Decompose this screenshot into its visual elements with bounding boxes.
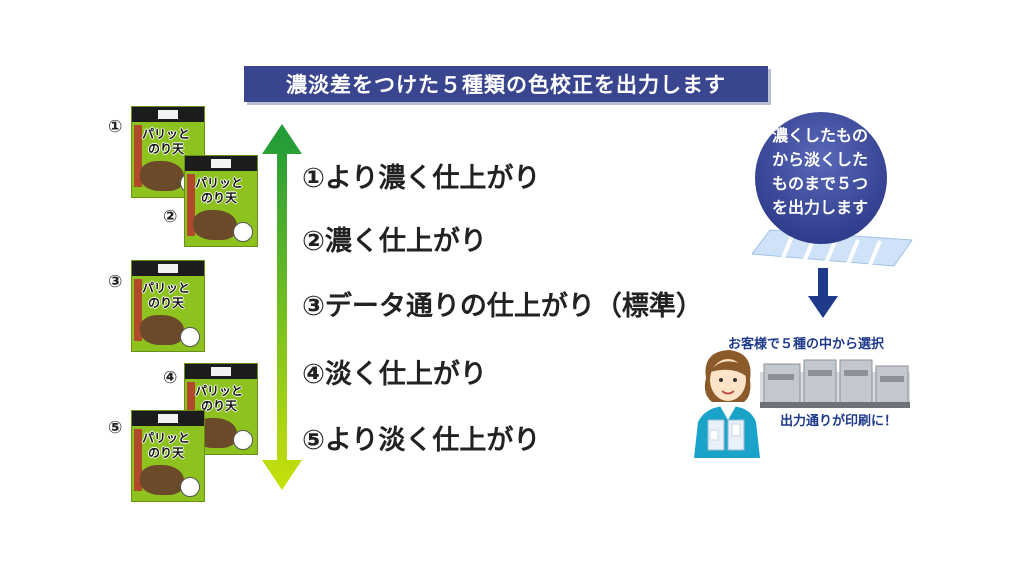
package-number-2: ② — [163, 207, 178, 227]
info-bubble — [752, 112, 913, 267]
down-arrow-icon — [808, 268, 838, 318]
level-label-1: ①より濃く仕上がり — [302, 163, 541, 194]
package-brand-4: パリッと のり天 — [195, 384, 244, 413]
level-label-5: ⑤より淡く仕上がり — [302, 425, 541, 456]
package-number-4: ④ — [163, 368, 178, 388]
choose-text: お客様で５種の中から選択 — [728, 337, 885, 352]
package-brand-2: パリッと のり天 — [195, 176, 244, 205]
package-3: パリッと のり天 — [131, 260, 205, 352]
title-banner: 濃淡差をつけた５種類の色校正を出力します — [244, 66, 768, 102]
bubble-text: 濃くしたもの から淡くした ものまで５つ を出力します — [771, 126, 868, 217]
title-text: 濃淡差をつけた５種類の色校正を出力します — [286, 73, 726, 97]
level-label-2: ②濃く仕上がり — [302, 226, 487, 257]
press-text: 出力通りが印刷に！ — [780, 414, 898, 429]
package-number-5: ⑤ — [108, 418, 123, 438]
package-number-1: ① — [108, 117, 123, 137]
package-brand-1: パリッと のり天 — [142, 127, 191, 156]
package-brand-5: パリッと のり天 — [142, 431, 191, 460]
level-label-4: ④淡く仕上がり — [302, 359, 487, 390]
level-label-3: ③データ通りの仕上がり（標準） — [302, 291, 703, 322]
package-brand-3: パリッと のり天 — [142, 281, 191, 310]
woman-illustration — [694, 350, 760, 458]
density-scale-arrow — [262, 124, 302, 490]
package-2: パリッと のり天 — [184, 155, 258, 247]
printing-press-illustration — [760, 359, 910, 408]
package-number-3: ③ — [108, 272, 123, 292]
package-5: パリッと のり天 — [131, 410, 205, 502]
